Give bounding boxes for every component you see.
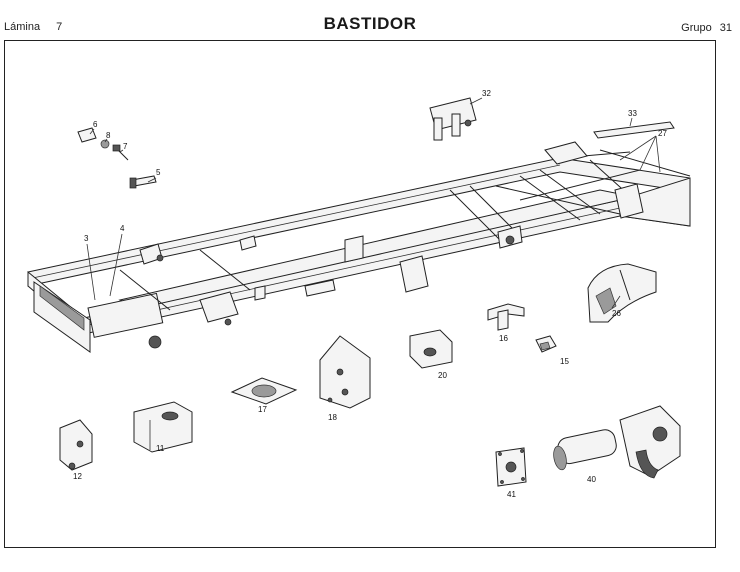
plate-label-text: Lámina [4,21,41,33]
part-bracket-12 [59,419,93,471]
callout-7: 7 [123,142,128,151]
callout-27: 27 [658,129,667,138]
chassis-frame [27,141,691,353]
part-bracket-32 [429,97,477,141]
part-tow-hook-40 [553,405,681,479]
part-mount-20 [409,329,453,369]
plate-number: 7 [56,21,63,33]
part-plate-17 [230,377,298,405]
callout-18: 18 [328,413,337,422]
part-nut-8 [100,139,110,149]
part-bracket-18 [319,335,371,409]
callout-4: 4 [120,224,125,233]
callout-6: 6 [93,120,98,129]
group-label: Grupo 31 [681,22,732,34]
callout-26: 26 [612,309,621,318]
callout-20: 20 [438,371,447,380]
group-label-text: Grupo [681,22,712,34]
part-bracket-16 [487,303,525,331]
callout-41: 41 [507,490,516,499]
callout-16: 16 [499,334,508,343]
callout-3: 3 [84,234,89,243]
callout-11: 11 [156,444,165,453]
part-plate-41 [495,447,527,487]
callout-labels: 3 4 5 6 7 8 11 12 15 16 17 18 20 26 27 3… [73,89,667,499]
callout-32: 32 [482,89,491,98]
callout-15: 15 [560,357,569,366]
part-bracket-11 [133,401,193,453]
diagram-frame [4,40,716,548]
plate-label: Lámina 7 [4,21,62,33]
part-bolt-7 [112,144,129,161]
callout-17: 17 [258,405,267,414]
page-title: BASTIDOR [323,14,417,33]
part-clamp-15 [535,335,557,353]
part-bracket-26 [587,263,657,323]
leader-lines [86,97,661,309]
callout-12: 12 [73,472,82,481]
callout-33: 33 [628,109,637,118]
part-plate-33 [593,121,675,139]
callout-5: 5 [156,168,161,177]
callout-40: 40 [587,475,596,484]
callout-8: 8 [106,131,111,140]
part-pin-5 [129,175,157,189]
group-number: 31 [719,22,732,34]
